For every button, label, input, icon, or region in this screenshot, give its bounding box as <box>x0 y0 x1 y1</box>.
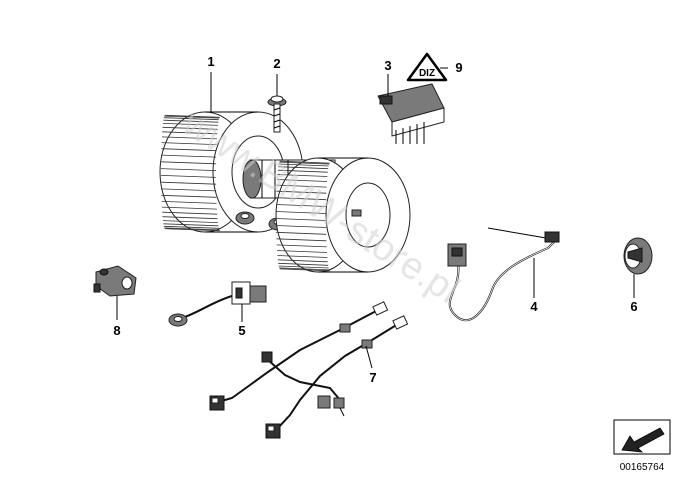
fan-blade <box>279 268 330 272</box>
fan-blade <box>278 262 329 266</box>
blower-resistor[interactable] <box>377 83 445 144</box>
fan-blade <box>162 126 218 130</box>
catalog-stamp: 00165764 <box>613 419 671 473</box>
fan-blade <box>276 244 327 248</box>
fan-blade <box>164 114 220 118</box>
fan-blade <box>277 259 328 263</box>
fan-blade <box>161 136 217 140</box>
fan-blade <box>276 238 327 242</box>
fan-blade <box>161 201 217 204</box>
fan-blade <box>164 115 220 119</box>
fan-blade <box>161 194 217 198</box>
fan-blade <box>276 184 327 188</box>
fan-blade <box>161 154 217 158</box>
fan-blade <box>160 175 217 178</box>
fan-blade <box>162 220 218 223</box>
fan-blade <box>161 188 217 192</box>
fan-blade <box>279 267 330 271</box>
fan-blade <box>161 181 217 185</box>
leader-lines <box>116 67 635 369</box>
fan-blade <box>275 218 327 221</box>
warning-icon-text: DIZ <box>419 68 435 79</box>
fan-blade <box>162 211 218 215</box>
callout-2: 2 <box>273 56 280 71</box>
callout-1: 1 <box>207 54 214 69</box>
fan-blade <box>160 168 217 171</box>
right-fan-wheel <box>275 157 411 273</box>
fan-blade <box>163 119 219 123</box>
fan-blade <box>161 206 217 210</box>
fan-blade <box>161 142 217 145</box>
fan-blade <box>161 161 217 165</box>
fan-blade <box>275 211 327 214</box>
fan-blade <box>276 231 327 235</box>
screw[interactable] <box>267 95 287 133</box>
cable-set[interactable] <box>209 301 409 439</box>
callout-7: 7 <box>369 370 376 385</box>
callout-9: 9 <box>455 60 462 75</box>
fan-blade <box>277 174 328 177</box>
fan-blade <box>278 166 329 170</box>
fan-blade <box>164 228 220 232</box>
fan-blade <box>163 117 219 121</box>
fan-blade <box>276 250 328 253</box>
fan-blade <box>276 179 328 182</box>
fan-blade <box>163 225 219 229</box>
callout-8: 8 <box>113 323 120 338</box>
warning-triangle-icon[interactable]: DIZ <box>406 52 448 82</box>
catalog-number: 00165764 <box>620 462 665 473</box>
catalog-arrow-icon <box>621 427 665 453</box>
fan-blade <box>277 255 328 258</box>
fan-blade <box>276 190 327 194</box>
wiring-harness[interactable] <box>447 227 560 322</box>
fan-blade <box>276 197 327 201</box>
small-sensor[interactable] <box>93 265 137 297</box>
fan-blade <box>276 225 327 228</box>
fan-blade <box>278 265 329 269</box>
cover-cap[interactable] <box>623 237 653 275</box>
fan-blade <box>279 160 330 164</box>
fan-blade <box>276 204 327 207</box>
blower-motor-assembly[interactable] <box>159 111 411 273</box>
callout-6: 6 <box>630 299 637 314</box>
fan-blade <box>279 161 330 165</box>
fan-blade <box>162 123 218 126</box>
temperature-sensor[interactable] <box>168 281 267 327</box>
fan-blade <box>161 148 217 152</box>
fan-blade <box>163 223 219 227</box>
callout-5: 5 <box>238 323 245 338</box>
fan-blade <box>162 131 218 135</box>
callout-3: 3 <box>384 58 391 73</box>
fan-blade <box>162 216 218 220</box>
fan-blade <box>164 227 220 231</box>
fan-blade <box>277 169 328 173</box>
callout-labels: 1 2 3 9 4 5 6 7 8 <box>113 54 637 385</box>
callout-4: 4 <box>530 299 538 314</box>
fan-blade <box>278 163 329 167</box>
